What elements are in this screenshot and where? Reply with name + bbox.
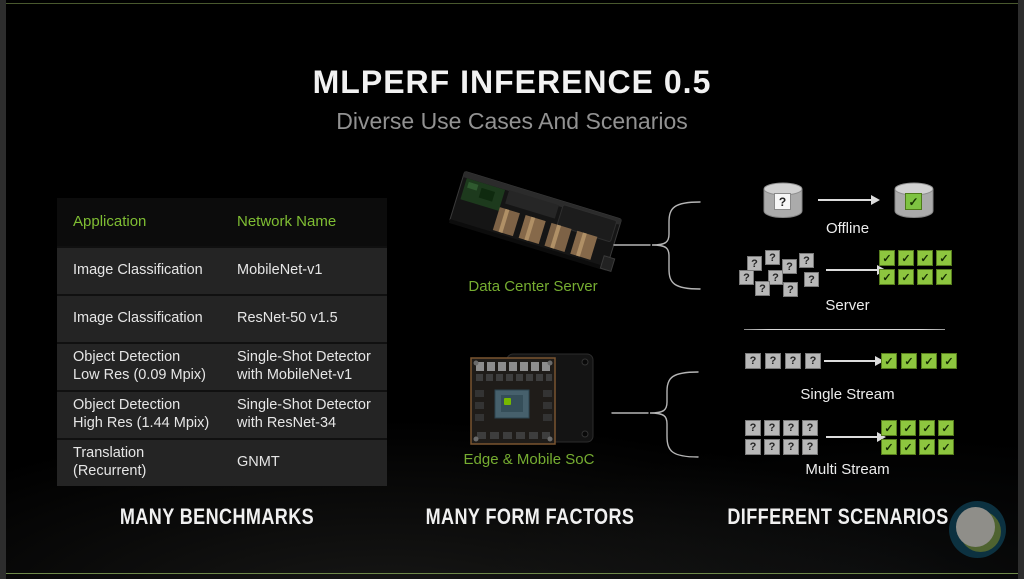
check-box-icon: ✓ bbox=[881, 353, 897, 369]
query-stream-icon: ? ? ? ? bbox=[745, 353, 821, 369]
question-box-icon: ? bbox=[765, 250, 780, 265]
question-box-icon: ? bbox=[764, 420, 780, 436]
question-box-icon: ? bbox=[764, 439, 780, 455]
benchmarks-table: Application Network Name Image Classific… bbox=[57, 198, 387, 486]
table-row: Translation (Recurrent) GNMT bbox=[57, 438, 387, 486]
table-row: Object Detection Low Res (0.09 Mpix) Sin… bbox=[57, 342, 387, 390]
network-cell: ResNet-50 v1.5 bbox=[237, 310, 338, 327]
question-box-icon: ? bbox=[783, 439, 799, 455]
check-box-icon: ✓ bbox=[901, 353, 917, 369]
many-form-factors-label: MANY FORM FACTORS bbox=[425, 504, 635, 529]
webcam-overlay bbox=[949, 501, 1006, 558]
query-database-icon: ? bbox=[762, 182, 804, 220]
question-box-icon: ? bbox=[782, 259, 797, 274]
result-database-icon: ✓ bbox=[893, 182, 935, 220]
question-box-icon: ? bbox=[802, 439, 818, 455]
soc-scenarios-brace bbox=[611, 371, 699, 458]
slide-top-border bbox=[0, 3, 1024, 4]
question-box-icon: ? bbox=[805, 353, 821, 369]
different-scenarios-label: DIFFERENT SCENARIOS bbox=[727, 504, 949, 529]
edge-mobile-soc-image bbox=[470, 353, 594, 445]
slide-bottom-border bbox=[0, 573, 1024, 574]
result-multistream-icon: ✓ ✓ ✓ ✓ ✓ ✓ ✓ ✓ bbox=[881, 420, 954, 455]
result-stream-icon: ✓ ✓ ✓ ✓ bbox=[881, 353, 957, 369]
question-box-icon: ? bbox=[783, 282, 798, 297]
server-scenario-label: Server bbox=[825, 297, 870, 314]
check-box-icon: ✓ bbox=[881, 439, 897, 455]
application-cell: Object Detection High Res (1.44 Mpix) bbox=[73, 397, 210, 431]
network-cell: Single-Shot Detector with MobileNet-v1 bbox=[237, 349, 371, 383]
offline-scenario-label: Offline bbox=[825, 220, 870, 237]
page-title: MLPERF INFERENCE 0.5 bbox=[312, 64, 712, 100]
table-row: Image Classification ResNet-50 v1.5 bbox=[57, 294, 387, 342]
question-box-icon: ? bbox=[765, 353, 781, 369]
right-frame-edge bbox=[1018, 0, 1024, 579]
network-cell: GNMT bbox=[237, 454, 280, 471]
edge-mobile-soc-label: Edge & Mobile SoC bbox=[463, 451, 595, 468]
scenario-divider bbox=[744, 329, 945, 330]
question-box-icon: ? bbox=[745, 439, 761, 455]
check-box-icon: ✓ bbox=[919, 420, 935, 436]
question-box-icon: ? bbox=[785, 353, 801, 369]
arrow-icon bbox=[826, 432, 886, 442]
check-box-icon: ✓ bbox=[879, 250, 895, 266]
application-cell: Object Detection Low Res (0.09 Mpix) bbox=[73, 349, 206, 383]
check-box-icon: ✓ bbox=[900, 420, 916, 436]
question-box-icon: ? bbox=[745, 353, 761, 369]
check-box-icon: ✓ bbox=[917, 269, 933, 285]
check-box-icon: ✓ bbox=[941, 353, 957, 369]
check-box-icon: ✓ bbox=[936, 250, 952, 266]
check-box-icon: ✓ bbox=[881, 420, 897, 436]
data-center-server-image bbox=[448, 171, 622, 272]
question-box-icon: ? bbox=[783, 420, 799, 436]
single-stream-scenario-label: Single Stream bbox=[800, 386, 895, 403]
table-row: Image Classification MobileNet-v1 bbox=[57, 246, 387, 294]
application-cell: Translation (Recurrent) bbox=[73, 445, 147, 479]
query-multistream-icon: ? ? ? ? ? ? ? ? bbox=[745, 420, 818, 455]
question-box-icon: ? bbox=[739, 270, 754, 285]
check-box-icon: ✓ bbox=[898, 269, 914, 285]
random-queries-icon: ? ? ? ? ? ? ? ? ? bbox=[738, 249, 823, 299]
check-box-icon: ✓ bbox=[919, 439, 935, 455]
column-header-network-name: Network Name bbox=[237, 212, 337, 230]
network-cell: Single-Shot Detector with ResNet-34 bbox=[237, 397, 371, 431]
application-cell: Image Classification bbox=[73, 310, 203, 327]
check-box-icon: ✓ bbox=[936, 269, 952, 285]
check-box-icon: ✓ bbox=[898, 250, 914, 266]
question-box-icon: ? bbox=[802, 420, 818, 436]
question-box-icon: ? bbox=[774, 193, 791, 210]
question-box-icon: ? bbox=[768, 270, 783, 285]
table-row: Object Detection High Res (1.44 Mpix) Si… bbox=[57, 390, 387, 438]
left-frame-edge bbox=[0, 0, 6, 579]
check-box-icon: ✓ bbox=[905, 193, 922, 210]
results-grid-icon: ✓ ✓ ✓ ✓ ✓ ✓ ✓ ✓ bbox=[879, 250, 952, 285]
question-box-icon: ? bbox=[804, 272, 819, 287]
question-box-icon: ? bbox=[755, 281, 770, 296]
question-box-icon: ? bbox=[799, 253, 814, 268]
many-benchmarks-label: MANY BENCHMARKS bbox=[119, 504, 315, 529]
page-subtitle: Diverse Use Cases And Scenarios bbox=[336, 108, 688, 134]
check-box-icon: ✓ bbox=[900, 439, 916, 455]
check-box-icon: ✓ bbox=[917, 250, 933, 266]
arrow-icon bbox=[826, 265, 886, 275]
arrow-icon bbox=[818, 195, 880, 205]
multi-stream-scenario-label: Multi Stream bbox=[805, 461, 890, 478]
network-cell: MobileNet-v1 bbox=[237, 262, 323, 279]
application-cell: Image Classification bbox=[73, 262, 203, 279]
check-box-icon: ✓ bbox=[879, 269, 895, 285]
check-box-icon: ✓ bbox=[921, 353, 937, 369]
server-scenarios-brace bbox=[613, 201, 701, 290]
arrow-icon bbox=[824, 356, 884, 366]
data-center-server-label: Data Center Server bbox=[468, 278, 598, 295]
question-box-icon: ? bbox=[747, 256, 762, 271]
check-box-icon: ✓ bbox=[938, 420, 954, 436]
question-box-icon: ? bbox=[745, 420, 761, 436]
webcam-subject bbox=[956, 507, 995, 547]
check-box-icon: ✓ bbox=[938, 439, 954, 455]
table-header-row: Application Network Name bbox=[57, 198, 387, 246]
column-header-application: Application bbox=[73, 212, 147, 230]
